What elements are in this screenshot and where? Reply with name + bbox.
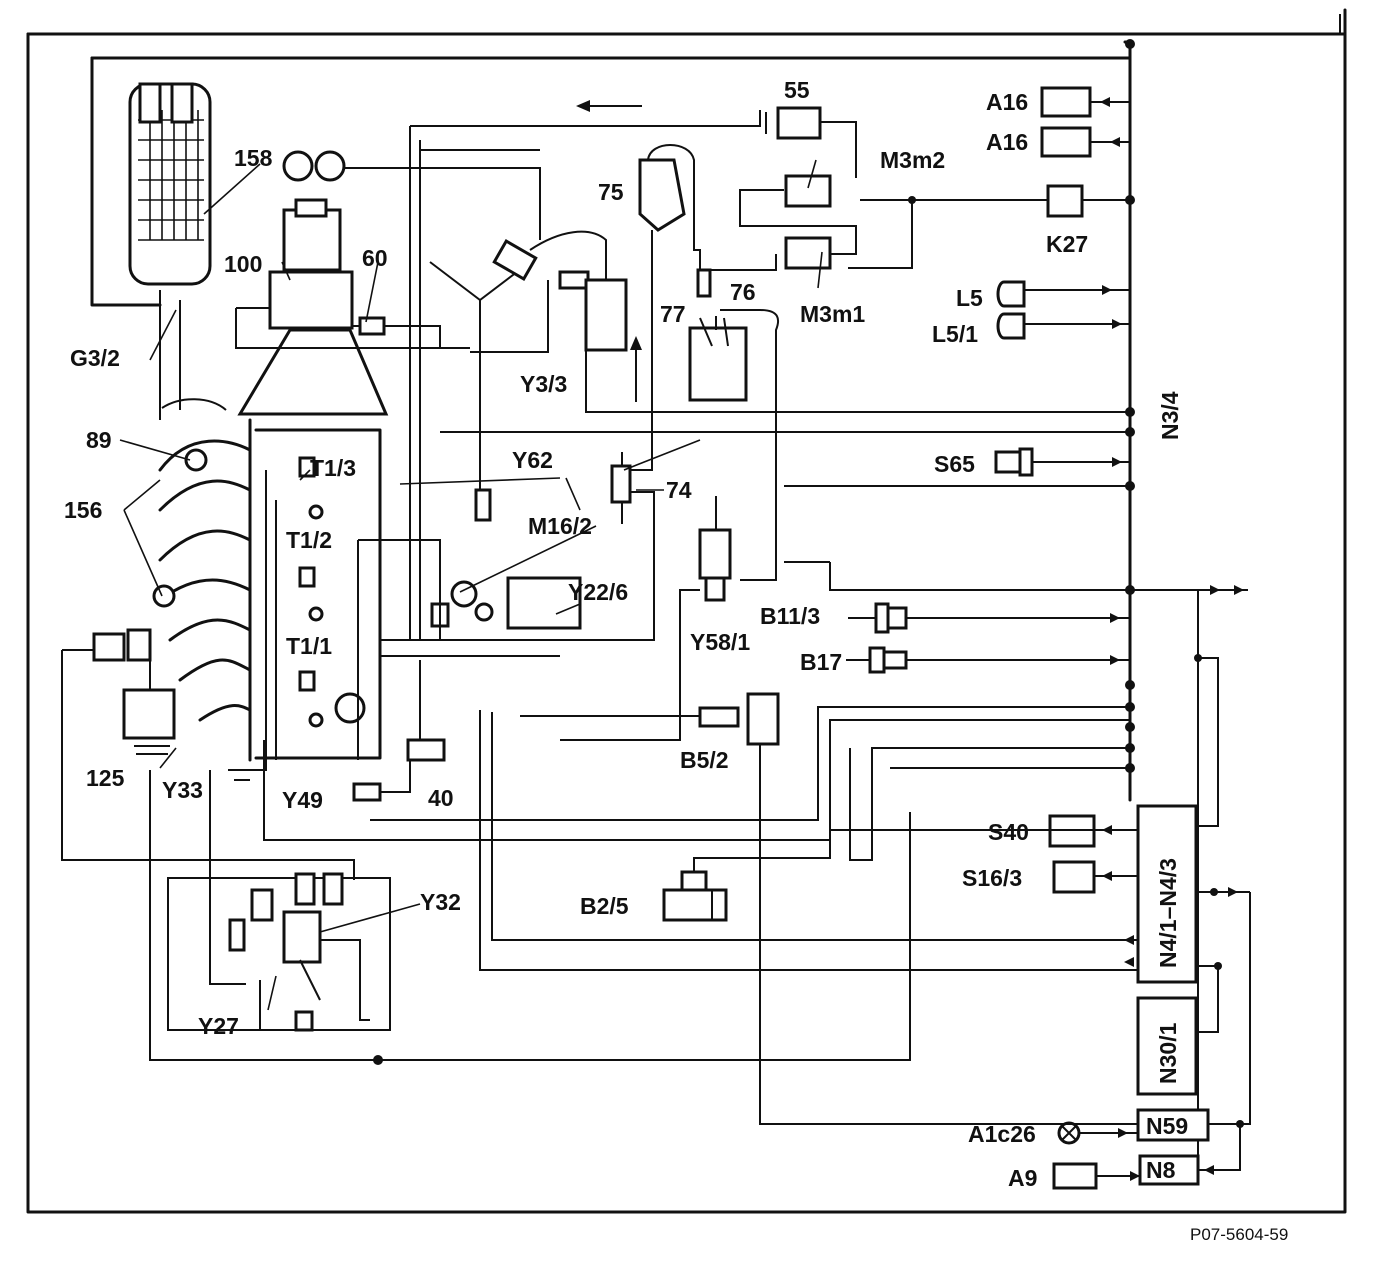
b113-sensor [848, 602, 1130, 634]
y581-valve [560, 496, 732, 741]
label-55: 55 [784, 77, 810, 103]
label-y33: Y33 [162, 777, 203, 803]
label-y62: Y62 [512, 447, 553, 473]
component-40-y49 [352, 738, 446, 802]
label-a16a: A16 [986, 89, 1028, 115]
outer-frame [26, 8, 1347, 1214]
label-n41-n43: N4/1–N4/3 [1155, 858, 1181, 968]
label-l51: L5/1 [932, 321, 978, 347]
label-t12: T1/2 [286, 527, 332, 553]
label-y49: Y49 [282, 787, 323, 813]
b52-sensor [698, 692, 780, 760]
valve-76-77 [688, 309, 779, 581]
label-s65: S65 [934, 451, 975, 477]
k27-relay [848, 184, 1130, 269]
label-75: 75 [598, 179, 624, 205]
valve-55-m3m2-m3m1 [700, 106, 857, 271]
label-a1c26: A1c26 [968, 1121, 1036, 1147]
intake-runners [152, 290, 382, 771]
label-125: 125 [86, 765, 125, 791]
figure-reference: P07-5604-59 [1190, 1225, 1288, 1244]
label-b113: B11/3 [760, 603, 820, 629]
harness-lines [149, 411, 1138, 1125]
label-156: 156 [64, 497, 102, 523]
label-b52: B5/2 [680, 747, 729, 773]
label-76: 76 [730, 279, 756, 305]
l5-lamp [996, 280, 1130, 308]
label-y27: Y27 [198, 1013, 239, 1039]
label-n301: N30/1 [1155, 1022, 1181, 1084]
label-n59: N59 [1146, 1113, 1188, 1139]
label-89: 89 [86, 427, 112, 453]
y226-bracket [357, 539, 582, 760]
label-n8: N8 [1146, 1157, 1176, 1183]
n8-module [1138, 1154, 1200, 1186]
b25-sensor [662, 829, 1138, 922]
a16-upper [1040, 86, 1130, 118]
label-y33-3: Y3/3 [520, 371, 567, 397]
label-77: 77 [660, 301, 686, 327]
throttle-body [235, 198, 470, 416]
labels: 55 158 100 60 75 77 76 G3/2 Y3/3 89 156 … [64, 77, 1088, 1191]
l51-lamp [996, 312, 1130, 340]
a16-lower [1040, 126, 1130, 158]
air-filter [128, 82, 212, 286]
module-labels: N3/4 N4/1–N4/3 N30/1 N59 N8 [1146, 391, 1188, 1183]
a9-unit [1052, 1162, 1140, 1190]
n301-module [1136, 996, 1198, 1096]
label-t11: T1/1 [286, 633, 332, 659]
b17-sensor [846, 646, 1130, 674]
flow-arrows [576, 100, 642, 402]
label-s40: S40 [988, 819, 1029, 845]
label-100: 100 [224, 251, 262, 277]
label-t13: T1/3 [310, 455, 356, 481]
label-m162: M16/2 [528, 513, 592, 539]
label-a9: A9 [1008, 1165, 1037, 1191]
a1c26-lamp [1057, 1121, 1138, 1145]
label-y581: Y58/1 [690, 629, 750, 655]
label-60: 60 [362, 245, 388, 271]
label-l5: L5 [956, 285, 983, 311]
label-y226: Y22/6 [568, 579, 628, 605]
label-g32: G3/2 [70, 345, 120, 371]
label-40: 40 [428, 785, 454, 811]
label-k27: K27 [1046, 231, 1088, 257]
label-s163: S16/3 [962, 865, 1022, 891]
n41-n43-module [1136, 804, 1198, 984]
valve-74 [380, 452, 655, 641]
label-n34: N3/4 [1157, 391, 1183, 440]
label-m3m1: M3m1 [800, 301, 865, 327]
right-bus-wiring [1130, 585, 1251, 1180]
label-m3m2: M3m2 [880, 147, 945, 173]
n34-bus [90, 39, 1135, 802]
component-125 [61, 628, 355, 880]
temp-sensors [298, 456, 366, 728]
s163-switch [1052, 860, 1138, 894]
label-b17: B17 [800, 649, 842, 675]
y27-y32-block [167, 770, 391, 1032]
label-b25: B2/5 [580, 893, 629, 919]
label-a16b: A16 [986, 129, 1028, 155]
label-y32: Y32 [420, 889, 461, 915]
leader-lines [119, 159, 823, 1011]
label-158: 158 [234, 145, 273, 171]
label-74: 74 [666, 477, 692, 503]
vacuum-manifold-center [409, 110, 761, 640]
check-valve-75 [630, 144, 712, 471]
s65-switch [994, 447, 1130, 477]
